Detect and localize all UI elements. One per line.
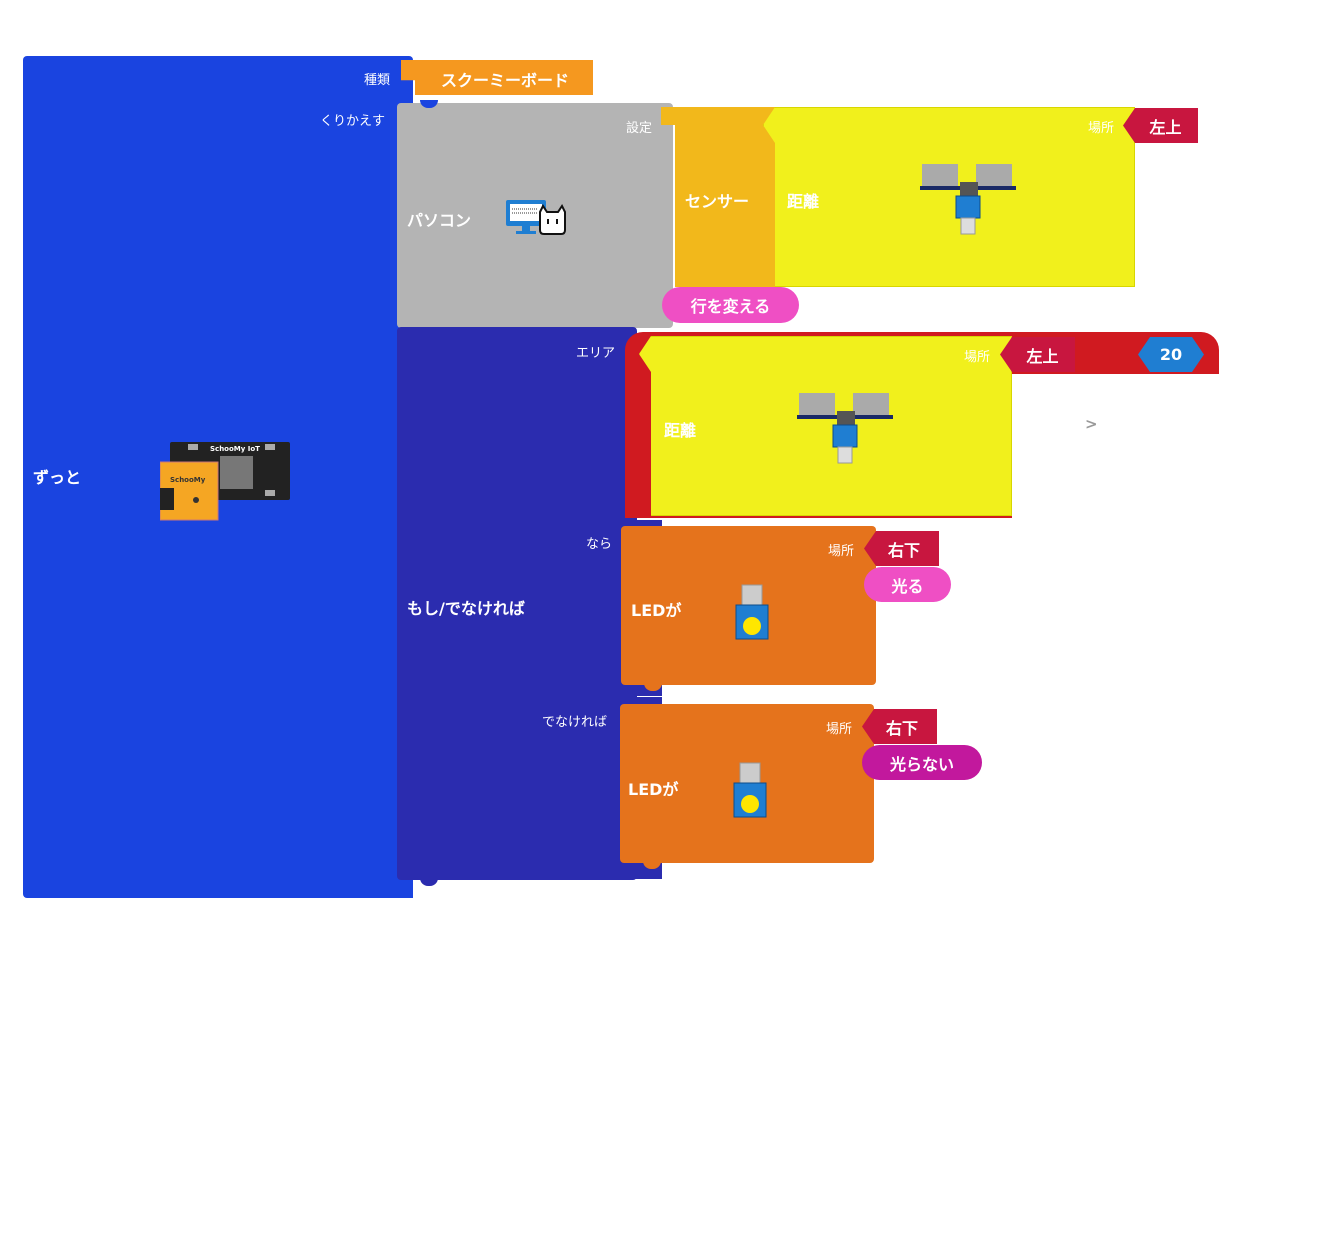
number-value: 20 (1159, 345, 1183, 364)
else-label: でなければ (542, 715, 608, 730)
led-place-dropdown-2[interactable]: 右下 (862, 709, 937, 744)
place-value-2: 左上 (1026, 346, 1059, 366)
svg-text:SchooMy IoT: SchooMy IoT (210, 445, 260, 453)
area-label: エリア (576, 346, 616, 361)
sensor-block[interactable] (661, 107, 775, 287)
led-place-dropdown-1[interactable]: 右下 (864, 531, 939, 566)
place-dropdown-2[interactable]: 左上 (1000, 337, 1075, 372)
schoomy-board-icon: SchooMy IoT SchooMy (160, 442, 292, 522)
distance-label-1: 距離 (787, 192, 820, 211)
led-1-notch (644, 683, 662, 691)
number-input[interactable]: 20 (1138, 337, 1204, 372)
led-off-block[interactable]: 光らない (862, 745, 982, 780)
pc-label: パソコン (407, 211, 472, 230)
forever-slot-bottom (396, 880, 413, 898)
if-bottom-notch (420, 878, 438, 886)
svg-text:SchooMy: SchooMy (170, 476, 206, 484)
distance-block-1[interactable] (763, 107, 1135, 287)
distance-label-2: 距離 (664, 421, 697, 440)
ultrasonic-sensor-icon-2 (795, 389, 895, 465)
led-module-icon-2 (733, 762, 767, 818)
type-label: 種類 (364, 73, 391, 88)
then-label: なら (586, 537, 613, 552)
compare-operator[interactable]: > (1085, 415, 1098, 433)
newline-block[interactable]: 行を変える (662, 287, 799, 323)
board-type-value: スクーミーボード (441, 71, 570, 90)
led-place-value-1: 右下 (887, 540, 920, 560)
computer-cat-icon (504, 198, 568, 238)
compare-inner (1012, 374, 1206, 518)
place-label-2: 場所 (964, 350, 991, 365)
if-else-block[interactable] (397, 327, 637, 880)
distance-block-2[interactable] (639, 336, 1012, 516)
led-label-1: LEDが (631, 601, 682, 620)
sensor-label: センサー (685, 192, 750, 211)
ultrasonic-sensor-icon (918, 160, 1018, 236)
board-type-dropdown[interactable] (401, 60, 593, 95)
place-value-1: 左上 (1149, 117, 1182, 137)
led-place-label-2: 場所 (826, 722, 853, 737)
led-place-label-1: 場所 (828, 544, 855, 559)
led-2-notch (643, 861, 661, 869)
led-on-block[interactable]: 光る (864, 567, 951, 602)
led-label-2: LEDが (628, 780, 679, 799)
place-dropdown-1[interactable]: 左上 (1123, 108, 1198, 143)
led-place-value-2: 右下 (885, 718, 918, 738)
setting-label: 設定 (626, 121, 653, 136)
led-module-icon (735, 584, 769, 640)
forever-label: ずっと (33, 468, 82, 487)
place-label-1: 場所 (1088, 121, 1115, 136)
if-else-label: もし/でなければ (407, 599, 525, 618)
pc-block-notch (420, 100, 438, 108)
repeat-label: くりかえす (320, 114, 386, 129)
